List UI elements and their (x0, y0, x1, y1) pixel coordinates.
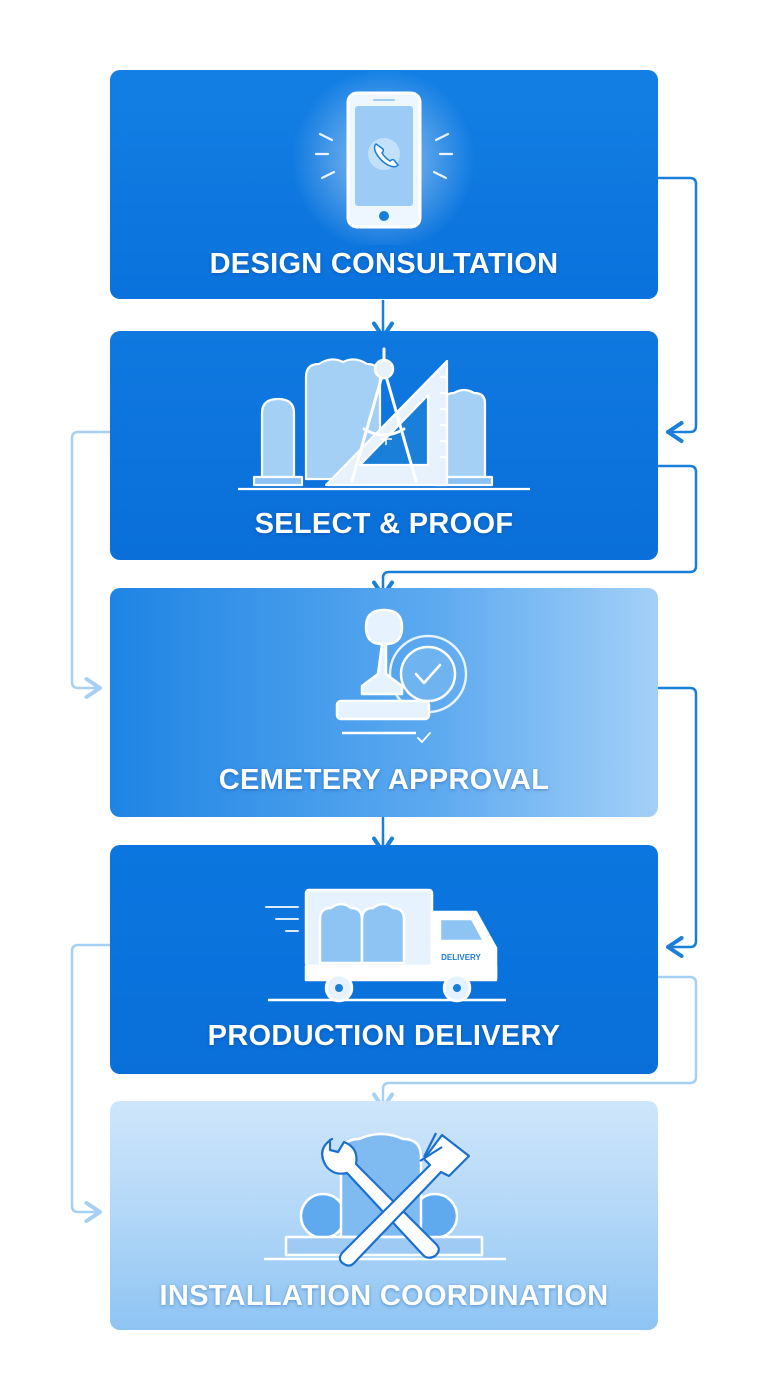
delivery-truck-icon: DELIVERY (265, 888, 506, 1003)
truck-delivery-text: DELIVERY (441, 953, 481, 962)
step-design-consultation: DESIGN CONSULTATION (110, 70, 658, 299)
wrench-pliers-gears-icon (264, 1132, 506, 1267)
connector-select-to-approval-left (70, 430, 110, 700)
step-installation-coordination: INSTALLATION COORDINATION (110, 1101, 658, 1330)
step-title-select-proof: SELECT & PROOF (254, 508, 514, 540)
step-title-installation-coordination: INSTALLATION COORDINATION (159, 1280, 609, 1312)
step-production-delivery: DELIVERY PRODUCTION DELIVERY (110, 845, 658, 1074)
connector-select-to-approval-right (371, 464, 698, 599)
smartphone-call-icon (291, 70, 475, 245)
step-title-production-delivery: PRODUCTION DELIVERY (207, 1020, 561, 1052)
step-cemetery-approval: CEMETERY APPROVAL (110, 588, 658, 817)
connector-approval-to-production-right (658, 686, 698, 959)
approval-stamp-icon (335, 608, 468, 743)
step-title-cemetery-approval: CEMETERY APPROVAL (218, 764, 550, 796)
step-title-design-consultation: DESIGN CONSULTATION (209, 248, 559, 280)
connector-production-to-installation-right (371, 975, 698, 1111)
connector-production-to-installation-left (70, 943, 110, 1224)
headstones-drafting-tools-icon (238, 347, 530, 491)
step-select-proof: SELECT & PROOF (110, 331, 658, 560)
connector-design-to-select-right (658, 176, 698, 444)
